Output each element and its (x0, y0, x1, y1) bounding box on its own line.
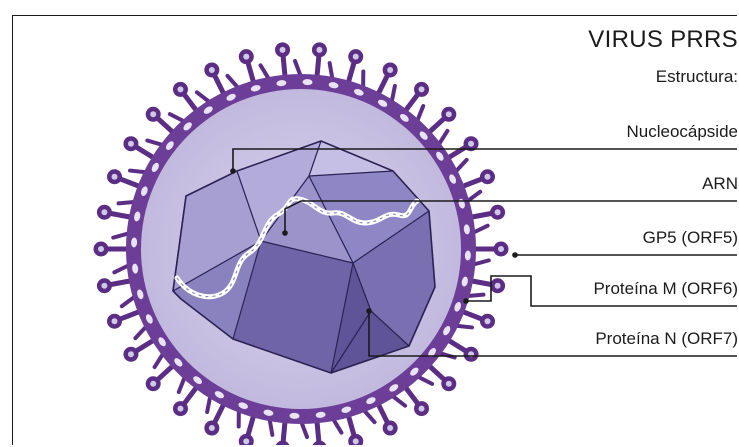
spike-knob-center (280, 47, 286, 53)
spike-knob-center (484, 318, 490, 324)
spike-knob-center (387, 425, 393, 431)
spike-knob-center (498, 246, 504, 252)
spike-knob-center (112, 318, 118, 324)
diagram-title: VIRUS PRRS (588, 26, 737, 54)
spike-knob-center (353, 54, 359, 60)
spike-knob-center (101, 209, 107, 215)
label-proteina-m: Proteína M (ORF6) (593, 279, 737, 299)
spike-knob-center (150, 381, 156, 387)
label-nucleocapside: Nucleocápside (626, 122, 737, 142)
spike-knob-center (112, 174, 118, 180)
spike-knob-center (243, 438, 249, 444)
leader-dot (366, 308, 372, 314)
leader-dot (512, 252, 518, 258)
spike-knob-center (484, 174, 490, 180)
spike-knob-center (177, 406, 183, 412)
spike-knob (312, 441, 327, 445)
diagram-subtitle: Estructura: (656, 67, 737, 87)
spike-knob-center (387, 67, 393, 73)
spike-knob-center (209, 425, 215, 431)
spike-knob-center (243, 54, 249, 60)
leader-dot (230, 168, 236, 174)
spike-knob-center (150, 111, 156, 117)
spike-knob-center (177, 86, 183, 92)
leader-dot (463, 298, 469, 304)
spike-knob-center (316, 47, 322, 53)
label-arn: ARN (702, 174, 737, 194)
virus-illustration (12, 15, 737, 445)
spike-knob-center (128, 141, 134, 147)
spike-knob-center (419, 406, 425, 412)
spike-knob-center (128, 351, 134, 357)
spike-knob-center (209, 67, 215, 73)
spike-knob-center (101, 283, 107, 289)
spike-knob-center (446, 381, 452, 387)
leader-dot (282, 230, 288, 236)
label-proteina-n: Proteína N (ORF7) (595, 329, 737, 349)
spike-knob-center (495, 283, 501, 289)
label-gp5: GP5 (ORF5) (643, 228, 737, 248)
spike-knob-center (419, 86, 425, 92)
diagram-stage: VIRUS PRRS Estructura: Nucleocápside ARN… (12, 15, 737, 445)
spike-knob-center (446, 111, 452, 117)
figure-frame: VIRUS PRRS Estructura: Nucleocápside ARN… (12, 15, 737, 445)
spike-knob-center (468, 141, 474, 147)
spike-knob-center (495, 209, 501, 215)
spike-knob-center (98, 246, 104, 252)
spike-knob (275, 441, 290, 445)
spike-knob-center (353, 438, 359, 444)
